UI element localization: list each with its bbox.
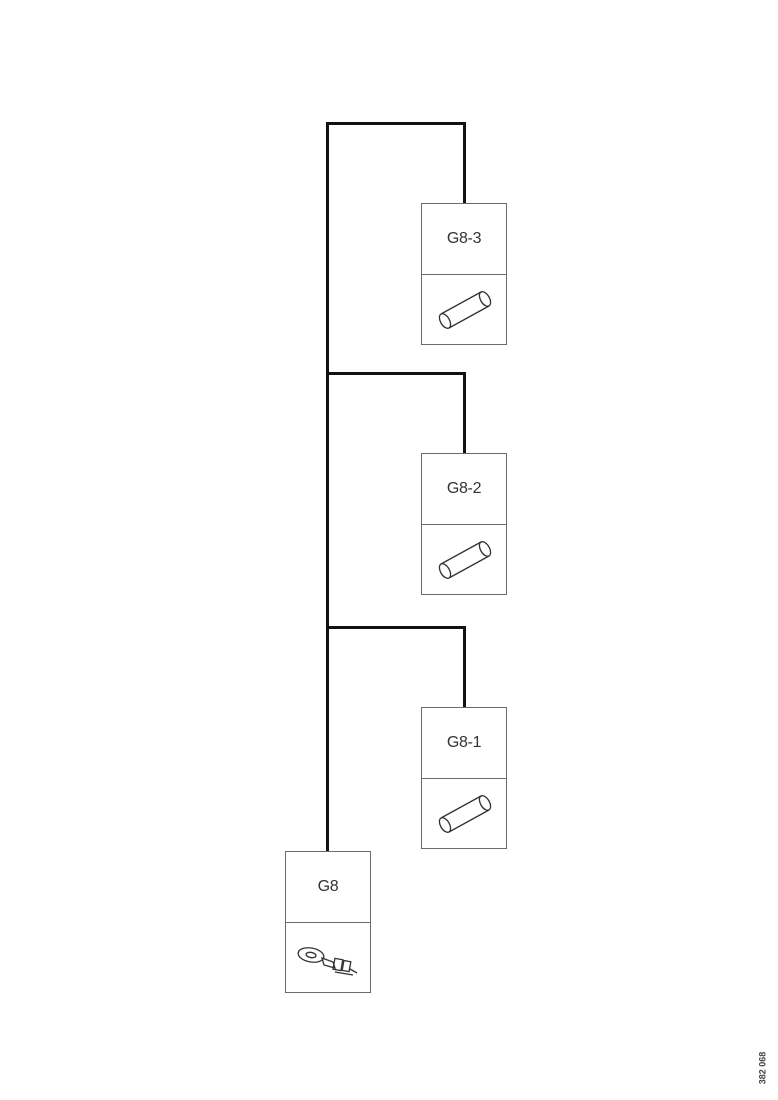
component-label: G8-3 <box>422 204 506 275</box>
component-box: G8-3 <box>421 203 507 345</box>
component-box: G8-1 <box>421 707 507 849</box>
splice-sleeve-icon <box>422 779 506 849</box>
component-label: G8-1 <box>422 708 506 779</box>
branch-wire-vertical <box>463 122 466 204</box>
trunk-wire <box>326 122 329 852</box>
document-id: 382 068 <box>752 1044 772 1092</box>
splice-sleeve-icon <box>422 525 506 595</box>
branch-wire-vertical <box>463 372 466 454</box>
document-id-text: 382 068 <box>757 1051 768 1085</box>
root-component-box: G8 <box>285 851 371 993</box>
component-label: G8 <box>286 852 370 923</box>
branch-wire-vertical <box>463 626 466 708</box>
branch-wire-horizontal <box>326 122 466 125</box>
branch-wire-horizontal <box>326 626 466 629</box>
ring-terminal-icon <box>286 923 370 993</box>
splice-sleeve-icon <box>422 275 506 345</box>
component-label: G8-2 <box>422 454 506 525</box>
branch-wire-horizontal <box>326 372 466 375</box>
component-box: G8-2 <box>421 453 507 595</box>
